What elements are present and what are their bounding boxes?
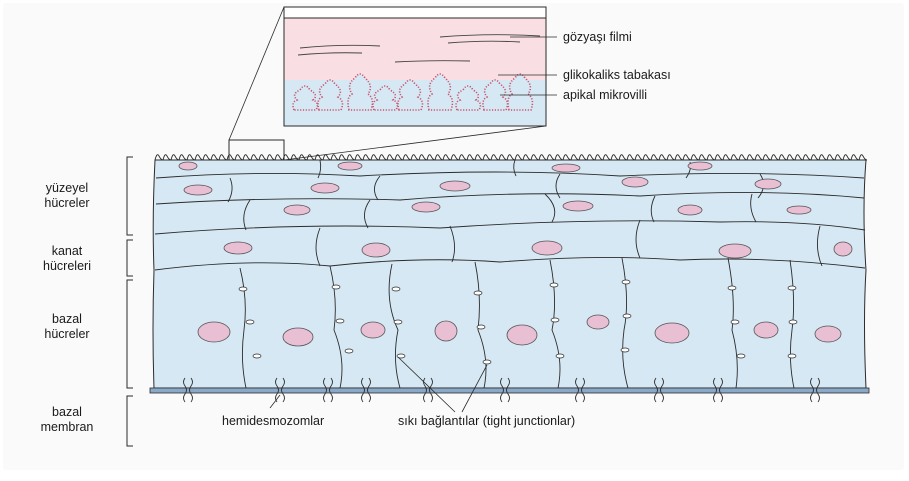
nucleus bbox=[587, 315, 609, 329]
nucleus bbox=[532, 241, 562, 255]
nucleus bbox=[435, 321, 457, 341]
leader-hemidesmosomes bbox=[270, 395, 280, 408]
label-wing-line2: hücreleri bbox=[12, 259, 122, 274]
nucleus bbox=[184, 185, 212, 195]
nucleus bbox=[507, 325, 537, 345]
label-superficial-cells: yüzeyel hücreler bbox=[12, 181, 122, 211]
nucleus bbox=[361, 322, 385, 338]
tight-junction bbox=[728, 286, 736, 290]
tight-junction bbox=[789, 320, 797, 324]
label-microvilli: apikal mikrovilli bbox=[563, 88, 647, 103]
basal-membrane bbox=[150, 388, 869, 393]
label-tight-junctions: sıkı bağlantılar (tight junctionlar) bbox=[398, 414, 575, 429]
tight-junction bbox=[551, 318, 559, 322]
bracket-superficial bbox=[127, 157, 133, 235]
label-membrane-line2: membran bbox=[12, 420, 122, 435]
label-glycocalyx: glikokaliks tabakası bbox=[563, 68, 671, 83]
tight-junction bbox=[731, 320, 739, 324]
tight-junction bbox=[253, 354, 261, 358]
nucleus bbox=[688, 162, 712, 170]
nucleus bbox=[563, 201, 593, 211]
zoom-line-left bbox=[229, 7, 284, 140]
nucleus bbox=[834, 242, 852, 256]
nucleus bbox=[787, 206, 811, 214]
label-tear-film: gözyaşı filmi bbox=[563, 30, 632, 45]
nucleus bbox=[338, 162, 362, 170]
label-membrane-line1: bazal bbox=[12, 405, 122, 420]
label-hemidesmosomes: hemidesmozomlar bbox=[222, 414, 324, 429]
label-basal-membrane: bazal membran bbox=[12, 405, 122, 435]
nucleus bbox=[179, 162, 197, 170]
label-basal-line2: hücreler bbox=[12, 327, 122, 342]
nucleus bbox=[719, 244, 751, 258]
nucleus bbox=[622, 177, 648, 187]
label-basal-cells: bazal hücreler bbox=[12, 312, 122, 342]
layer-brackets bbox=[127, 157, 133, 446]
nucleus bbox=[362, 243, 390, 257]
tight-junction bbox=[246, 320, 254, 324]
label-wing-line1: kanat bbox=[12, 244, 122, 259]
tight-junction bbox=[392, 287, 400, 291]
tight-junction bbox=[622, 280, 630, 284]
nucleus bbox=[552, 164, 580, 172]
tear-film-layer bbox=[285, 18, 546, 80]
nucleus bbox=[198, 322, 230, 342]
label-wing-cells: kanat hücreleri bbox=[12, 244, 122, 274]
bracket-wing bbox=[127, 240, 133, 276]
tight-junction bbox=[788, 286, 796, 290]
nucleus bbox=[655, 323, 689, 343]
tight-junction bbox=[345, 349, 353, 353]
tight-junction bbox=[239, 287, 247, 291]
nucleus bbox=[311, 183, 339, 193]
nucleus bbox=[754, 322, 778, 338]
nucleus bbox=[283, 328, 313, 346]
bracket-basal bbox=[127, 280, 133, 388]
epithelium-body bbox=[150, 155, 869, 402]
nucleus bbox=[755, 179, 781, 189]
nucleus bbox=[815, 326, 841, 342]
label-superficial-line1: yüzeyel bbox=[12, 181, 122, 196]
inset-panel bbox=[284, 7, 557, 126]
nucleus bbox=[440, 181, 470, 191]
tight-junction bbox=[737, 354, 745, 358]
tight-junction bbox=[550, 283, 558, 287]
bracket-membrane bbox=[127, 396, 133, 446]
tight-junction bbox=[483, 360, 491, 364]
nucleus bbox=[412, 202, 440, 212]
tight-junction bbox=[477, 325, 485, 329]
zoom-line-right bbox=[284, 126, 546, 160]
tight-junction bbox=[623, 314, 631, 318]
tight-junction bbox=[394, 320, 402, 324]
tight-junction bbox=[336, 319, 344, 323]
tight-junction bbox=[474, 291, 482, 295]
apical-surface bbox=[155, 155, 867, 160]
tight-junction bbox=[332, 285, 340, 289]
nucleus bbox=[284, 205, 310, 215]
tight-junction bbox=[556, 354, 564, 358]
nucleus bbox=[678, 205, 702, 215]
label-basal-line1: bazal bbox=[12, 312, 122, 327]
tight-junction bbox=[788, 354, 796, 358]
label-superficial-line2: hücreler bbox=[12, 196, 122, 211]
nucleus bbox=[224, 242, 252, 254]
tight-junction bbox=[621, 348, 629, 352]
